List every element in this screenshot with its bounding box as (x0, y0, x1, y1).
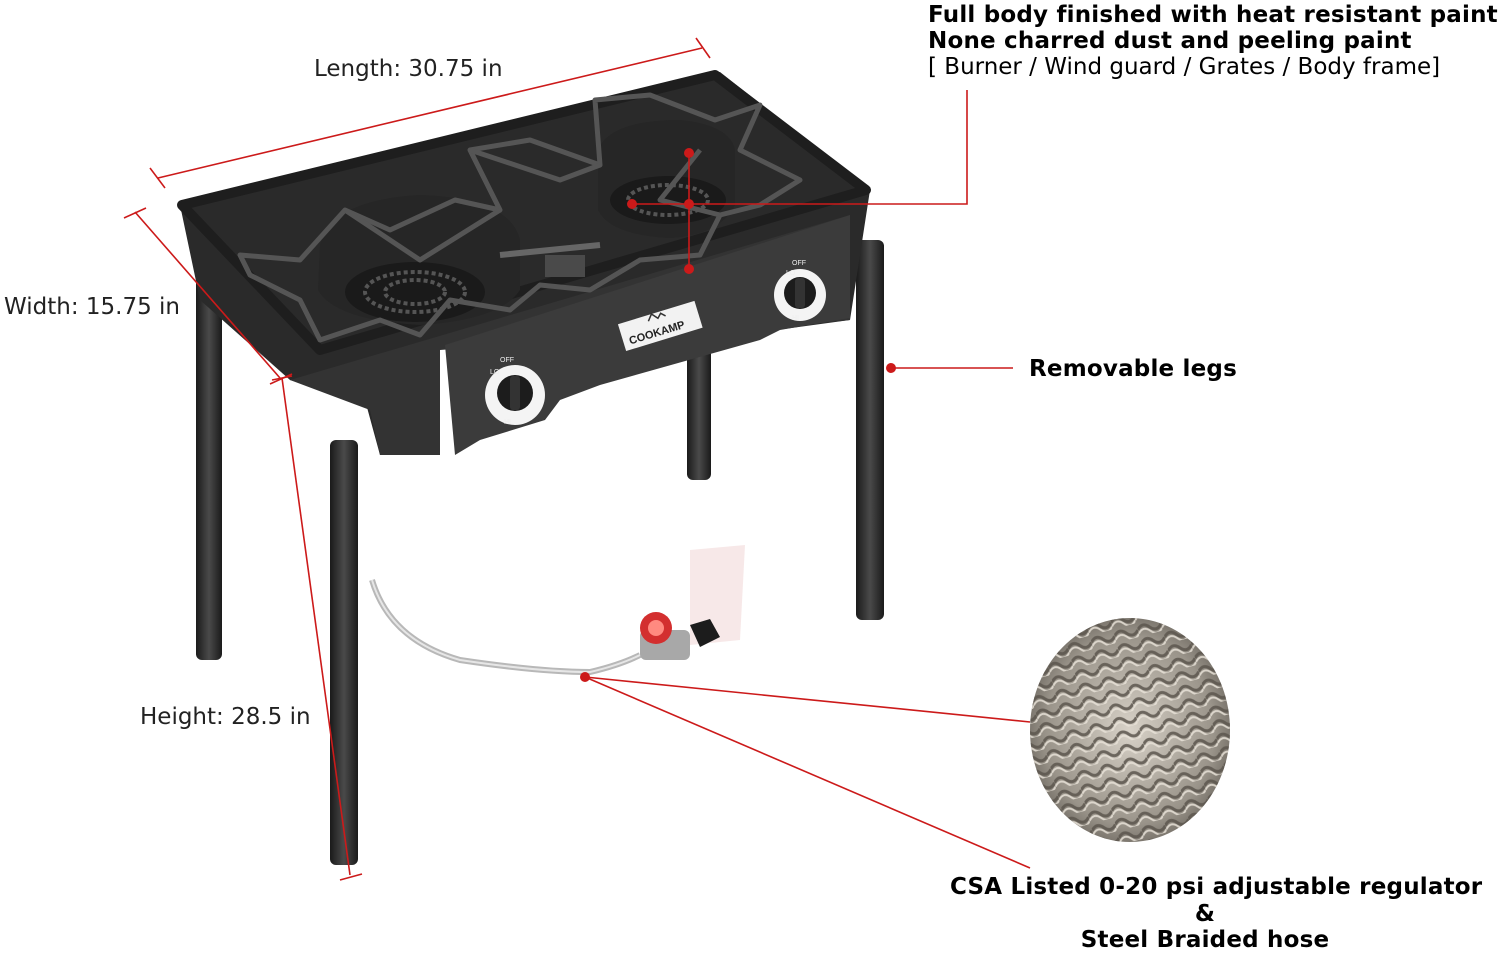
gas-pipe (499, 242, 601, 277)
knob-right (774, 269, 826, 321)
paint-feature-title: Full body finished with heat resistant p… (928, 2, 1498, 28)
height-label: Height: 28.5 in (140, 704, 311, 730)
knob-left-hi-label: HI (504, 419, 511, 426)
top-frame (177, 70, 871, 355)
regulator-feature-amp: & (1194, 901, 1216, 927)
regulator-feature-hose: Steel Braided hose (1080, 927, 1330, 953)
knob-right-hi-label: HI (792, 315, 799, 322)
callout-dots (580, 148, 896, 682)
regulator (640, 545, 745, 660)
grates (237, 92, 803, 343)
hose-closeup (1030, 618, 1230, 842)
legs (196, 240, 884, 865)
length-label: Length: 30.75 in (314, 56, 503, 82)
regulator-feature-title: CSA Listed 0-20 psi adjustable regulator (950, 874, 1483, 900)
gas-hose (369, 579, 642, 676)
knob-left-off-label: OFF (500, 357, 514, 364)
burner-right (598, 120, 735, 238)
knob-right-off-label: OFF (792, 260, 806, 267)
knob-right-lo-label: LO (786, 270, 796, 277)
legs-feature: Removable legs (1029, 356, 1237, 382)
dimension-lines (123, 37, 711, 881)
paint-feature-parts: [ Burner / Wind guard / Grates / Body fr… (928, 54, 1441, 80)
knob-left-lo-label: LO (490, 369, 500, 376)
knob-left (485, 365, 545, 425)
callout-lines (584, 90, 1031, 869)
paint-feature-subtitle: None charred dust and peeling paint (928, 28, 1412, 54)
width-label: Width: 15.75 in (4, 294, 181, 320)
